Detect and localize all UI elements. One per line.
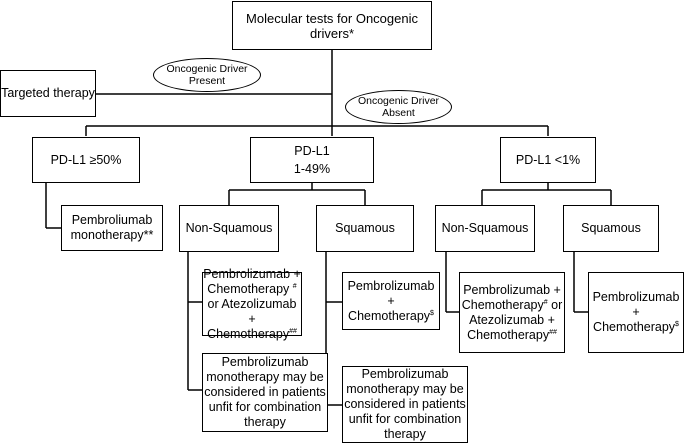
- driver-present-label: Oncogenic Driver Present: [153, 58, 261, 92]
- low-nonsquamous-text: Non-Squamous: [441, 221, 529, 235]
- mid-squamous-alt-node: Pembrolizumab monotherapy may be conside…: [342, 366, 468, 443]
- targeted-therapy-text: Targeted therapy: [1, 86, 95, 100]
- mid-nonsq-tx-line2: Chemotherapy #: [207, 281, 297, 296]
- low-sq-tx-line1: Pembrolizumab +: [592, 290, 680, 319]
- low-nonsq-tx-line1: Pembrolizumab +: [463, 282, 561, 297]
- root-line2: drivers*: [309, 25, 355, 41]
- driver-present-line2: Present: [188, 75, 226, 87]
- mid-nonsq-tx-line1: Pembrolizumab +: [203, 266, 301, 281]
- pdl1-low-text: PD-L1 <1%: [515, 152, 581, 167]
- pdl1-mid-node: PD-L1 1-49%: [250, 137, 374, 183]
- pdl1-low-node: PD-L1 <1%: [500, 137, 596, 183]
- mid-nonsq-alt-text: Pembrolizumab monotherapy may be conside…: [204, 355, 326, 429]
- pembro-mono-line2: monotherapy**: [70, 228, 154, 242]
- pdl1-high-node: PD-L1 ≥50%: [32, 137, 140, 183]
- low-squamous-node: Squamous: [563, 205, 659, 252]
- targeted-therapy-node: Targeted therapy: [0, 70, 96, 117]
- pembro-mono-line1: Pembroliumab: [71, 213, 153, 227]
- low-sq-tx-line2: Chemotherapy$: [593, 320, 679, 334]
- low-nonsq-tx-line3: Atezolizumab +: [469, 312, 555, 327]
- pdl1-high-text: PD-L1 ≥50%: [50, 152, 122, 167]
- mid-nonsquamous-alt-node: Pembrolizumab monotherapy may be conside…: [202, 353, 328, 432]
- mid-sq-alt-text: Pembrolizumab monotherapy may be conside…: [344, 367, 466, 441]
- pembro-mono-node: Pembroliumab monotherapy**: [61, 205, 163, 251]
- low-squamous-therapy-node: Pembrolizumab + Chemotherapy$: [588, 272, 684, 353]
- root-line1: Molecular tests for Oncogenic: [246, 10, 418, 26]
- mid-nonsq-tx-line3: or Atezolizumab +: [207, 296, 297, 326]
- pdl1-mid-line1: PD-L1: [294, 144, 330, 158]
- pdl1-mid-line2: 1-49%: [293, 162, 331, 176]
- low-nonsq-tx-line2: Chemotherapy# or: [461, 297, 563, 312]
- mid-sq-tx-line1: Pembrolizumab +: [347, 278, 435, 308]
- driver-absent-line1: Oncogenic Driver: [357, 95, 440, 107]
- mid-squamous-text: Squamous: [335, 221, 395, 235]
- mid-squamous-therapy-node: Pembrolizumab + Chemotherapy$: [342, 272, 440, 330]
- driver-present-line1: Oncogenic Driver: [166, 63, 248, 75]
- root-node: Molecular tests for Oncogenic drivers*: [232, 1, 432, 50]
- low-nonsquamous-node: Non-Squamous: [435, 205, 535, 252]
- mid-squamous-node: Squamous: [316, 205, 414, 252]
- low-squamous-text: Squamous: [581, 221, 641, 235]
- low-nonsquamous-therapy-node: Pembrolizumab + Chemotherapy# or Atezoli…: [459, 272, 565, 353]
- mid-nonsquamous-therapy-node: Pembrolizumab + Chemotherapy # or Atezol…: [202, 267, 302, 341]
- driver-absent-line2: Absent: [382, 107, 415, 119]
- mid-sq-tx-line2: Chemotherapy$: [348, 308, 434, 323]
- mid-nonsquamous-text: Non-Squamous: [185, 221, 273, 235]
- low-nonsq-tx-line4: Chemotherapy##: [467, 327, 557, 342]
- mid-nonsq-tx-line4: Chemotherapy##: [207, 326, 297, 341]
- mid-nonsquamous-node: Non-Squamous: [179, 205, 279, 252]
- driver-absent-label: Oncogenic Driver Absent: [345, 90, 452, 124]
